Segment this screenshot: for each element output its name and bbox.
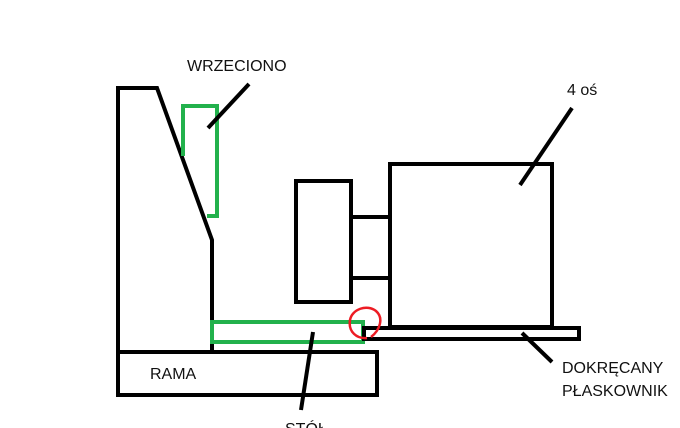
label-plate-line1: DOKRĘCANY (562, 360, 664, 377)
axis4-body (388, 162, 554, 329)
table-leader (299, 331, 315, 411)
table-highlight (210, 320, 365, 344)
label-spindle: WRZECIONO (187, 58, 287, 75)
frame-base (116, 350, 379, 397)
flat-bar (362, 326, 581, 341)
spindle-highlight (181, 104, 219, 218)
label-plate-line2: PŁASKOWNIK (562, 383, 668, 400)
axis4-chuck (294, 179, 353, 304)
label-table: STÓŁ (285, 419, 327, 428)
label-axis4: 4 oś (567, 82, 597, 99)
spindle-leader (206, 82, 251, 130)
plate-leader (520, 331, 554, 364)
red-circle-marker (348, 306, 382, 340)
label-frame: RAMA (150, 366, 197, 383)
machine-column (116, 86, 214, 352)
axis4-leader (518, 106, 574, 187)
